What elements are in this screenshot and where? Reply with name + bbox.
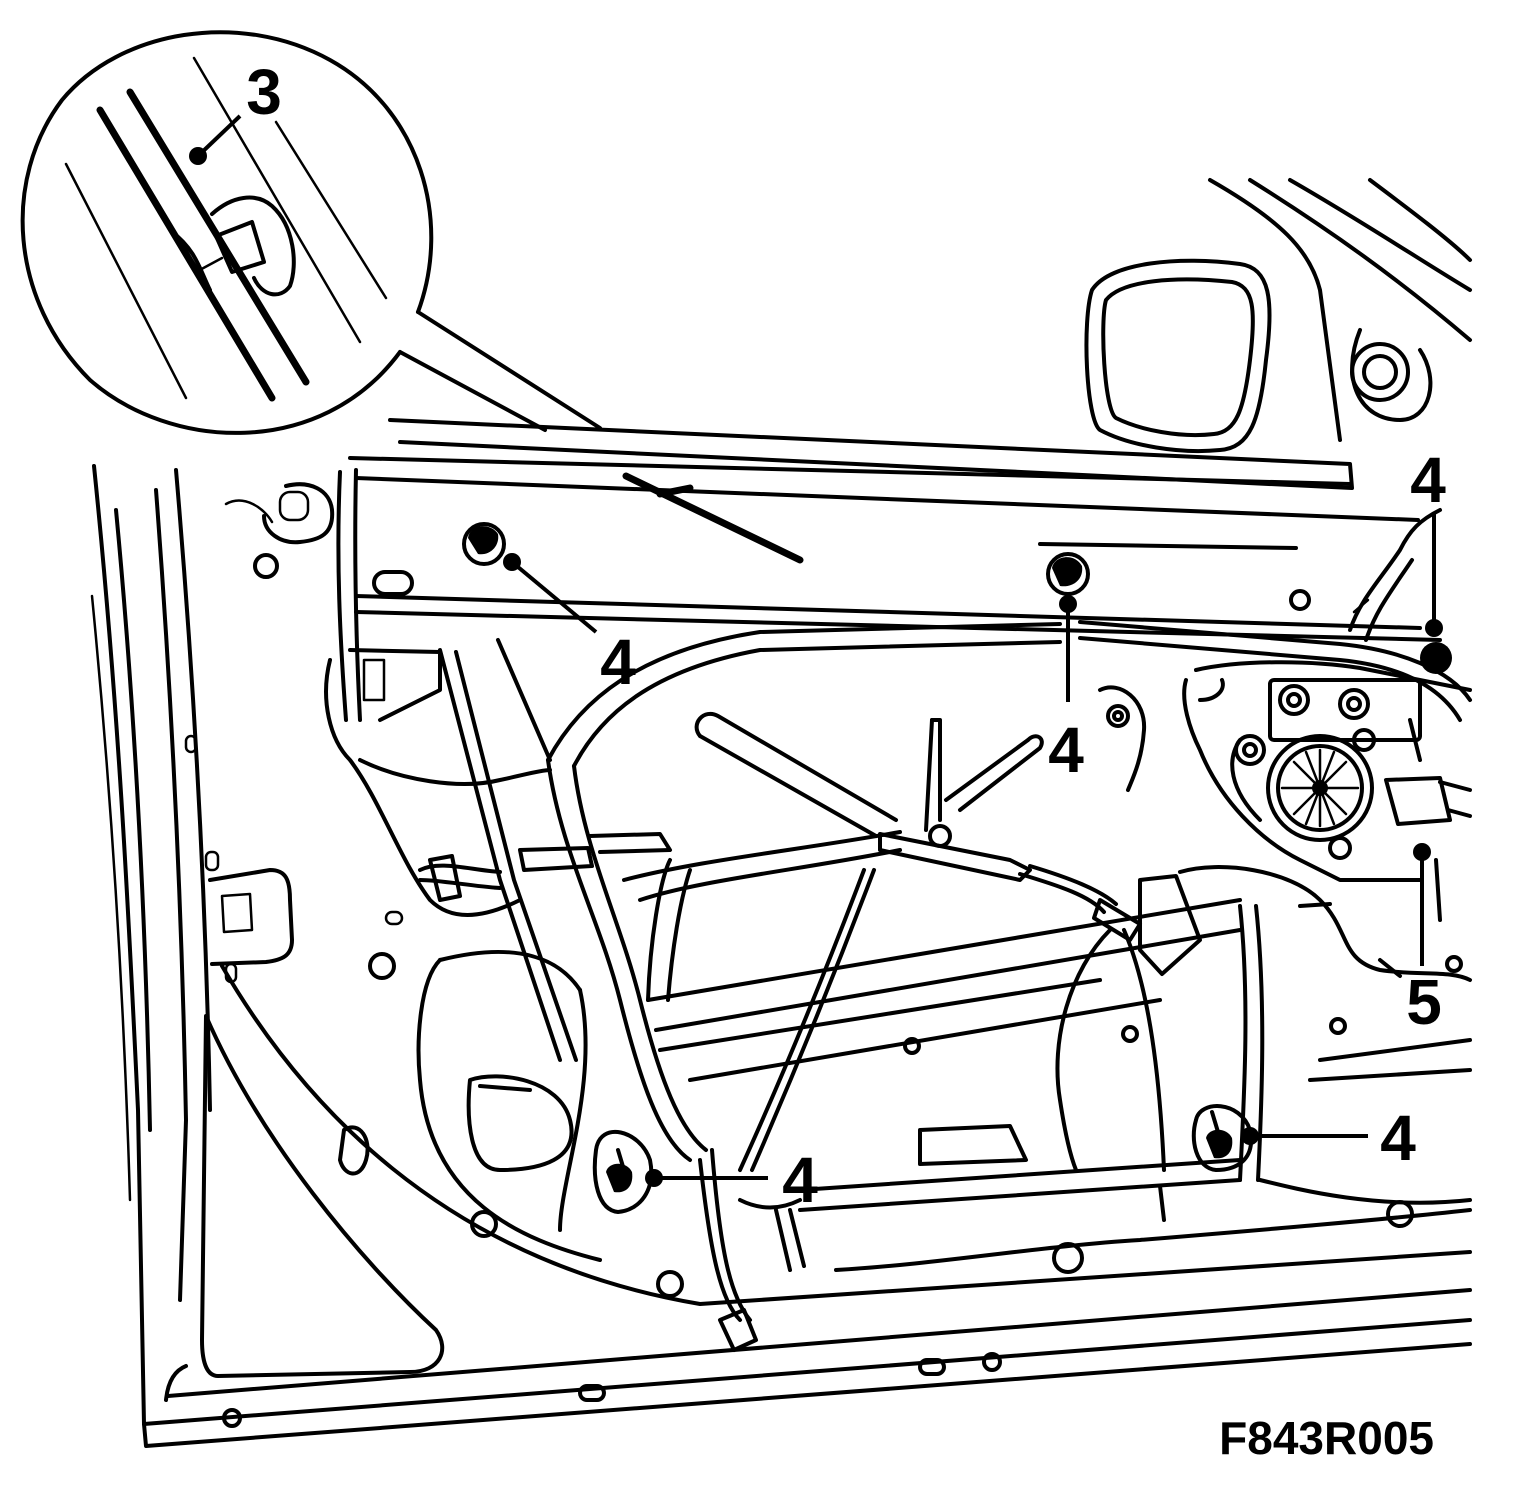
callout-4-upper-middle: 4 bbox=[1048, 714, 1084, 786]
callout-3: 3 bbox=[246, 56, 282, 128]
callout-4-upper-right: 4 bbox=[1410, 444, 1446, 516]
detail-magnifier bbox=[20, 30, 602, 435]
leader-lines bbox=[189, 114, 1443, 1187]
wiring-harness bbox=[358, 508, 1442, 1352]
door-frame bbox=[90, 464, 1472, 1448]
mirror-opening bbox=[1084, 178, 1472, 454]
callout-5: 5 bbox=[1406, 966, 1442, 1038]
inner-panel bbox=[184, 482, 1472, 1428]
callout-4-upper-left: 4 bbox=[600, 626, 636, 698]
callout-labels: 3 4 4 4 4 4 5 bbox=[246, 56, 1446, 1216]
window-regulator bbox=[438, 620, 1472, 1212]
callout-4-lower-right: 4 bbox=[1380, 1102, 1416, 1174]
fasteners bbox=[462, 522, 1452, 1214]
window-motor bbox=[1182, 660, 1472, 922]
figure-code: F843R005 bbox=[1219, 1412, 1434, 1464]
window-channel bbox=[336, 418, 1442, 722]
callout-4-lower-middle: 4 bbox=[782, 1144, 818, 1216]
